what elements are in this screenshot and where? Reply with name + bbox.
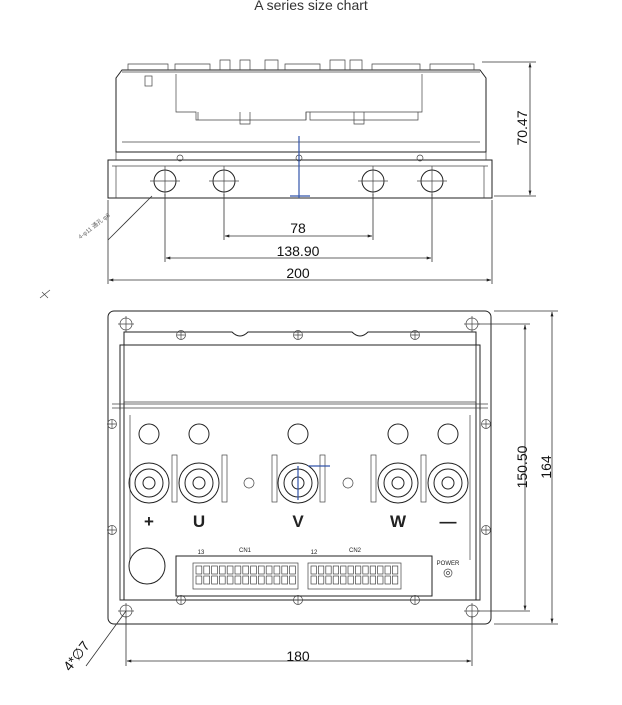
- cn1-pin-number: 13: [198, 550, 205, 556]
- connector-pin: [258, 565, 265, 575]
- connector-pin: [211, 575, 218, 585]
- connector-pin: [384, 575, 391, 585]
- connector-pin: [369, 565, 376, 575]
- connector-pin: [318, 565, 325, 575]
- connector-pin: [265, 565, 273, 575]
- connector-pin: [325, 565, 332, 575]
- connector-pin: [340, 565, 347, 575]
- cn2-pins: [310, 565, 399, 585]
- connector-pin: [340, 575, 347, 585]
- connector-pin: [362, 575, 369, 585]
- connector-pin: [273, 575, 281, 585]
- connector-pin: [377, 565, 384, 575]
- dim-200: 200: [286, 265, 310, 281]
- connector-pin: [332, 565, 339, 575]
- power-label: POWER: [437, 561, 460, 567]
- connector-pin: [211, 565, 218, 575]
- connector-pin: [369, 575, 376, 585]
- connector-pin: [332, 575, 339, 585]
- connector-pin: [195, 575, 203, 585]
- side-view: 78 138.90 200 70.47 4-φ11 通孔 φ8: [39, 59, 536, 299]
- connector-pin: [203, 565, 210, 575]
- dim-150-50: 150.50: [514, 445, 530, 488]
- dim-70-47: 70.47: [514, 110, 530, 145]
- dim-78: 78: [290, 220, 306, 236]
- connector-pin: [258, 575, 265, 585]
- connector-pin: [355, 575, 362, 585]
- dim-180: 180: [286, 648, 310, 664]
- connector-pin: [289, 575, 296, 585]
- terminal-plus: +: [144, 512, 154, 531]
- connector-pin: [265, 575, 273, 585]
- terminal-minus: —: [440, 512, 457, 531]
- terminal-v: V: [292, 512, 304, 531]
- faded-hole-note: 4-φ11 通孔 φ8: [77, 211, 112, 241]
- connector-pin: [281, 575, 288, 585]
- connector-pin: [310, 565, 317, 575]
- cn2-label: CN2: [349, 548, 362, 554]
- connector-pin: [203, 575, 210, 585]
- connector-pin: [384, 565, 391, 575]
- connector-pin: [281, 565, 288, 575]
- page-title: A series size chart: [254, 0, 368, 13]
- connector-pin: [219, 575, 226, 585]
- connector-pin: [195, 565, 203, 575]
- connector-pin: [318, 575, 325, 585]
- connector-pin: [355, 565, 362, 575]
- terminal-u: U: [193, 512, 205, 531]
- cn1-label: CN1: [239, 548, 252, 554]
- connector-pin: [242, 565, 249, 575]
- connector-pin: [234, 565, 242, 575]
- connector-pin: [242, 575, 249, 585]
- connector-pin: [310, 575, 317, 585]
- connector-pin: [392, 575, 399, 585]
- connector-pin: [347, 575, 354, 585]
- dim-164: 164: [538, 455, 554, 479]
- connector-pin: [234, 575, 242, 585]
- connector-pin: [289, 565, 296, 575]
- connector-pin: [226, 575, 234, 585]
- connector-pin: [392, 565, 399, 575]
- connector-pin: [362, 565, 369, 575]
- connector-pin: [250, 565, 257, 575]
- connector-pin: [219, 565, 226, 575]
- dim-138-90: 138.90: [277, 243, 320, 259]
- connector-pin: [347, 565, 354, 575]
- cn2-pin-number: 12: [311, 550, 318, 556]
- connector-pin: [273, 565, 281, 575]
- connector-pin: [325, 575, 332, 585]
- top-view: + U V W — CN1 CN2 13 12 POWER 150.50 164…: [60, 310, 558, 674]
- cn1-pins: [195, 565, 296, 585]
- connector-pin: [377, 575, 384, 585]
- connector-pin: [250, 575, 257, 585]
- connector-pin: [226, 565, 234, 575]
- terminal-w: W: [390, 512, 407, 531]
- hole-callout: 4*∅7: [60, 638, 93, 674]
